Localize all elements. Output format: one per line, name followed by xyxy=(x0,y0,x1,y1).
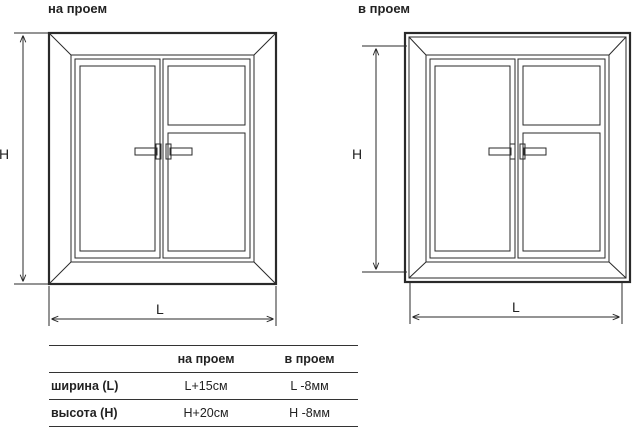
width-label: L xyxy=(512,299,520,315)
height-label: H xyxy=(0,146,9,162)
inner-frame xyxy=(425,54,610,263)
outer-frame xyxy=(47,31,278,286)
handle-left-base xyxy=(155,143,162,160)
height-label: H xyxy=(352,146,362,162)
handle-left xyxy=(134,147,158,156)
sash-right xyxy=(162,58,251,259)
glass-top-right xyxy=(522,65,601,126)
inner-frame xyxy=(70,54,255,263)
sizing-table: на проем в проем ширина (L) L+15см L -8м… xyxy=(49,345,358,427)
glass-bottom-right xyxy=(522,132,601,252)
table-row: ширина (L) L+15см L -8мм xyxy=(49,373,358,400)
width-label: L xyxy=(156,301,164,317)
handle-right-base xyxy=(165,143,172,160)
handle-right xyxy=(169,147,193,156)
cell-height-on-opening: H+20см xyxy=(183,406,229,420)
row-label-width: ширина (L) xyxy=(51,379,119,393)
glass-left xyxy=(434,65,511,252)
handle-left xyxy=(488,147,512,156)
window-in-opening xyxy=(403,31,632,284)
table-header-on-opening: на проем xyxy=(177,352,235,366)
sash-right xyxy=(517,58,606,259)
dims-in-opening xyxy=(362,45,623,324)
table-header-empty xyxy=(49,346,151,373)
caption-in-opening: в проем xyxy=(358,1,411,16)
table-header-in-opening: в проем xyxy=(284,352,335,366)
handle-right-base xyxy=(519,143,526,160)
table-row: высота (H) H+20см H -8мм xyxy=(49,400,358,427)
caption-on-opening: на проем xyxy=(48,1,108,16)
sash-left xyxy=(429,58,516,259)
window-on-opening xyxy=(47,31,278,286)
glass-bottom-right xyxy=(167,132,246,252)
sash-left xyxy=(74,58,161,259)
row-label-height: высота (H) xyxy=(51,406,118,420)
outer-frame-inset xyxy=(408,36,627,279)
glass-top-right xyxy=(167,65,246,126)
cell-width-on-opening: L+15см xyxy=(184,379,228,393)
cell-height-in-opening: H -8мм xyxy=(289,406,330,420)
opening-outline xyxy=(403,31,632,284)
dims-on-opening xyxy=(14,32,277,326)
glass-left xyxy=(79,65,156,252)
table-header-row: на проем в проем xyxy=(49,345,358,373)
handle-right xyxy=(523,147,547,156)
handle-left-base xyxy=(509,143,516,160)
cell-width-in-opening: L -8мм xyxy=(290,379,329,393)
